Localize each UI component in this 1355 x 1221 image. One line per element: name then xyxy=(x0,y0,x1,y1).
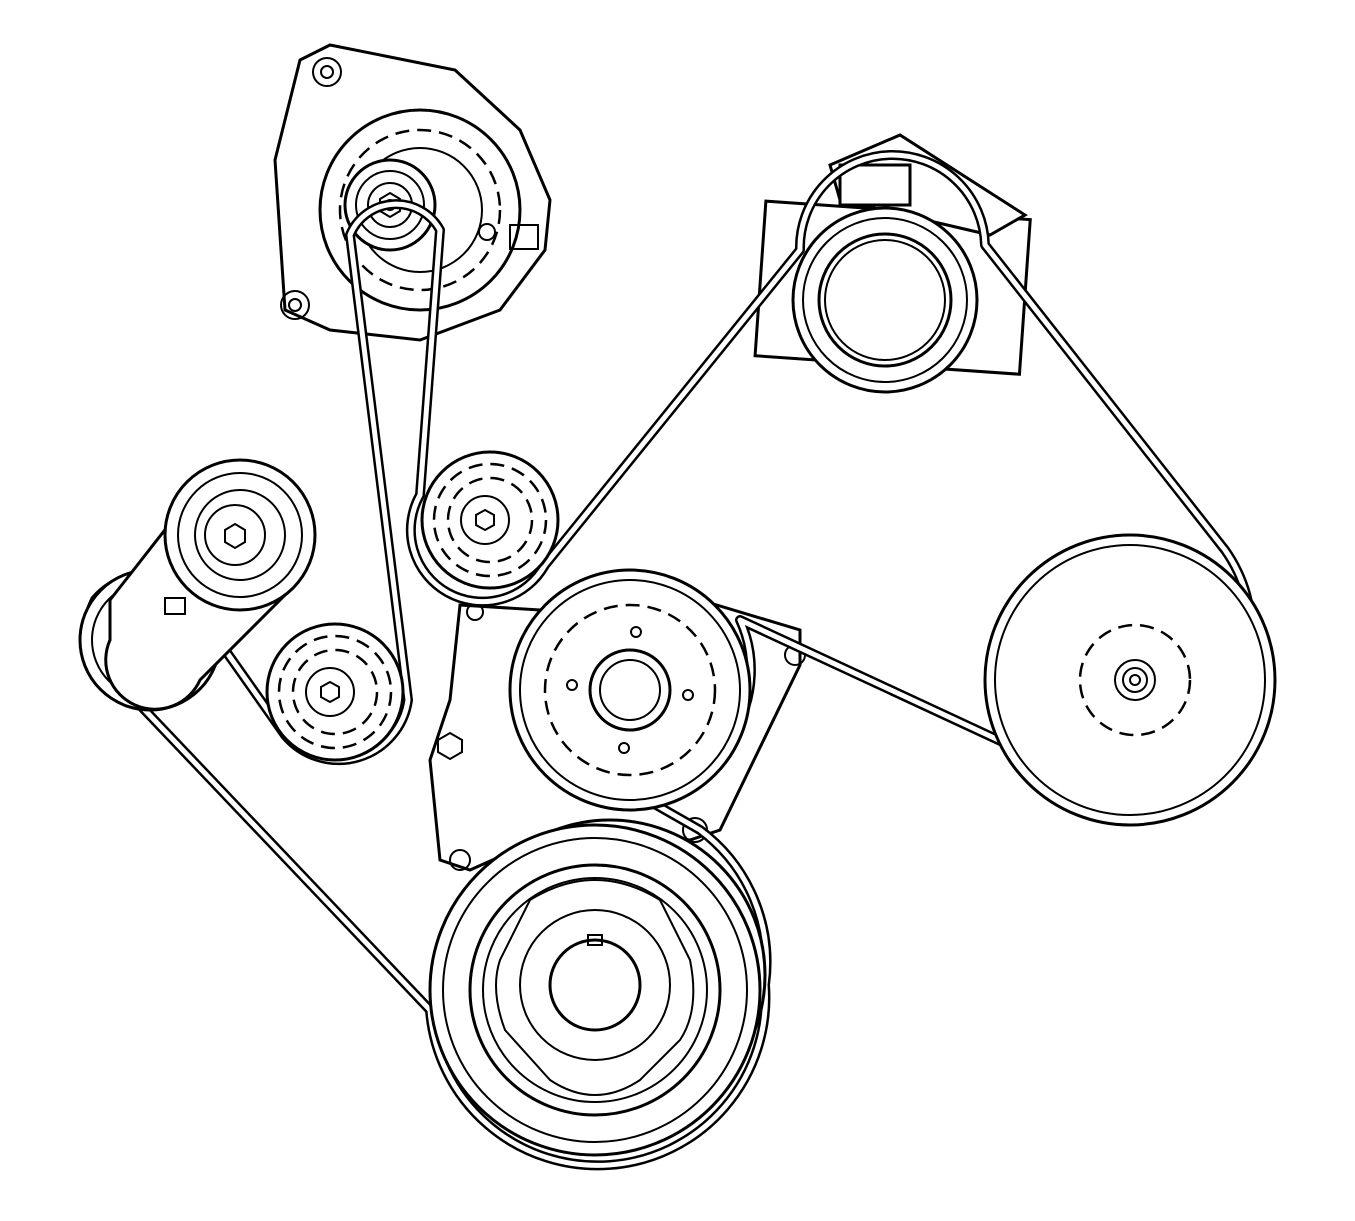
upper-idler-pulley xyxy=(420,450,560,590)
power-steering-pulley xyxy=(983,533,1277,827)
crankshaft-pulley xyxy=(428,818,767,1157)
lower-idler-pulley xyxy=(265,622,405,762)
alternator xyxy=(273,43,552,342)
belt-tensioner xyxy=(78,458,317,712)
water-pump-pulley xyxy=(508,568,752,812)
ac-compressor xyxy=(753,133,1032,394)
